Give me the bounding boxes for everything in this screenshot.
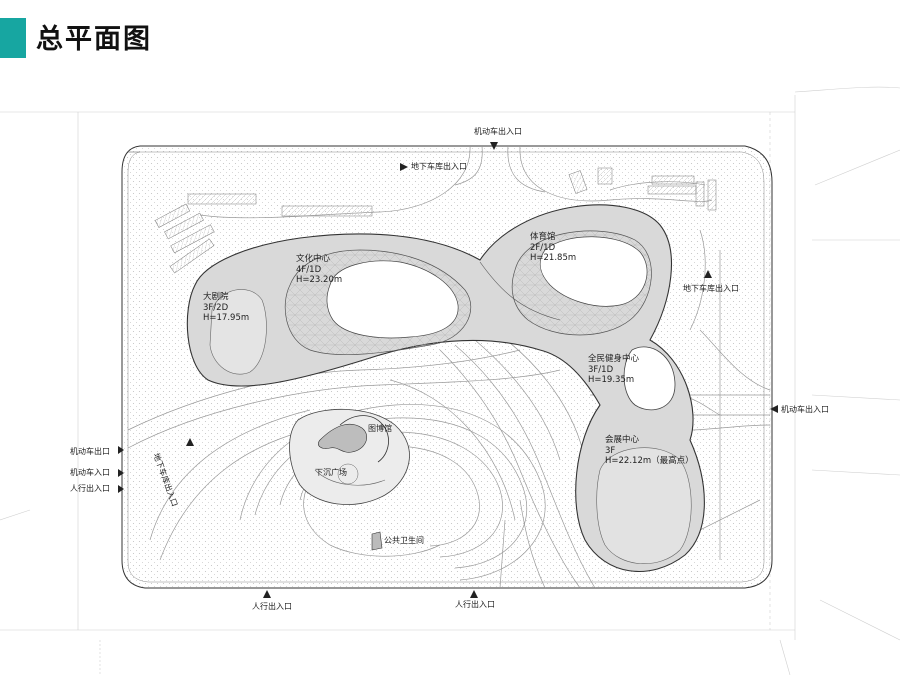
fitness-center-floors: 3F/1D	[588, 364, 614, 375]
vehicle-entrance-right-label: 机动车出入口	[781, 405, 829, 414]
vehicle-entrance-top-label: 机动车出入口	[474, 127, 522, 136]
theater-floors: 3F/2D	[203, 302, 229, 313]
toilet-building	[371, 531, 383, 551]
pedestrian-entrance-bottom-center-label: 人行出入口	[455, 600, 495, 609]
expo-center-name: 会展中心	[605, 435, 640, 445]
entrance-arrows	[118, 142, 778, 598]
expo-center-label: 会展中心 3F H=22.12m（最高点）	[605, 435, 694, 467]
vehicle-entry-left-label: 机动车入口	[70, 468, 110, 477]
pedestrian-entrance-bottom-left-label: 人行出入口	[252, 602, 292, 611]
culture-center-height: H=23.20m	[296, 275, 343, 285]
expo-center-floors: 3F	[605, 445, 616, 456]
garage-entrance-right-label: 地下车库出入口	[683, 284, 739, 293]
landscape-roads	[127, 145, 771, 589]
fitness-center-name: 全民健身中心	[588, 354, 640, 364]
parking-stalls	[154, 167, 717, 274]
culture-center-floors: 4F/1D	[296, 264, 322, 275]
gym-label: 体育馆 2F/1D H=21.85m	[530, 232, 576, 264]
pedestrian-entrance-left-label: 人行出入口	[70, 484, 110, 493]
title-accent-bar	[0, 18, 26, 58]
theater-height: H=17.95m	[203, 313, 250, 323]
fitness-center-height: H=19.35m	[588, 375, 635, 385]
public-toilet-label: 公共卫生间	[384, 536, 424, 545]
theater-label: 大剧院 3F/2D H=17.95m	[203, 292, 249, 324]
vehicle-exit-left-label: 机动车出口	[70, 447, 110, 456]
sunken-plaza-label: 下沉广场	[315, 468, 347, 477]
culture-center-name: 文化中心	[296, 254, 331, 264]
gym-height: H=21.85m	[530, 253, 577, 263]
museum-plaza	[289, 408, 410, 505]
building-ribbon	[186, 204, 705, 573]
gym-floors: 2F/1D	[530, 242, 556, 253]
expo-center-height: H=22.12m（最高点）	[605, 456, 694, 466]
culture-center-label: 文化中心 4F/1D H=23.20m	[296, 254, 342, 286]
fitness-center-label: 全民健身中心 3F/1D H=19.35m	[588, 354, 639, 386]
garage-entrance-top-label: 地下车库出入口	[411, 162, 467, 171]
theater-name: 大剧院	[203, 292, 229, 302]
gym-name: 体育馆	[530, 232, 556, 242]
museum-label: 图博馆	[368, 424, 392, 433]
page-title: 总平面图	[36, 24, 152, 55]
